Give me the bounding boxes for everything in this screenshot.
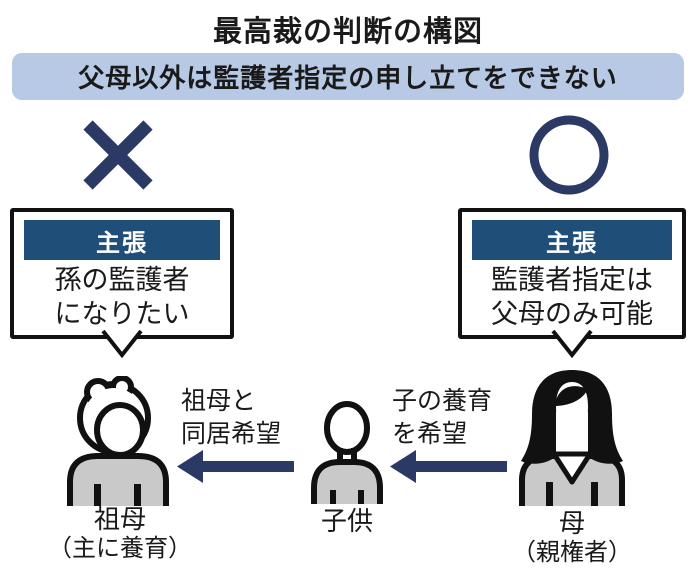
child-label: 子供 bbox=[287, 506, 407, 536]
circle-mark-icon bbox=[529, 115, 609, 195]
claim-bubble-grandmother: 主張 孫の監護者 になりたい bbox=[10, 208, 234, 358]
person-role: （主に養育） bbox=[48, 535, 192, 562]
claim-bubble-mother: 主張 監護者指定は 父母のみ可能 bbox=[458, 208, 686, 358]
claim-line-1: 監護者指定は bbox=[491, 265, 653, 295]
person-name: 子供 bbox=[320, 506, 373, 536]
person-name: 母 bbox=[558, 508, 585, 538]
arrow-label-line-1: 子の養育 bbox=[392, 387, 493, 415]
claim-line-2: になりたい bbox=[54, 299, 190, 329]
person-name: 祖母 bbox=[93, 504, 146, 534]
speech-tail bbox=[551, 330, 593, 358]
arrow-label-line-1: 祖母と bbox=[181, 387, 257, 415]
arrow-label-live-with-grandmother: 祖母と 同居希望 bbox=[181, 385, 281, 451]
claim-text: 孫の監護者 になりたい bbox=[14, 263, 230, 331]
arrow-left-icon bbox=[177, 450, 294, 483]
arrow-label-line-2: 同居希望 bbox=[181, 420, 282, 448]
arrow-left-icon bbox=[390, 450, 507, 483]
speech-tail bbox=[101, 330, 143, 358]
cross-mark-icon bbox=[83, 120, 153, 190]
claim-text: 監護者指定は 父母のみ可能 bbox=[462, 263, 682, 331]
claim-line-1: 孫の監護者 bbox=[54, 265, 190, 295]
claim-header: 主張 bbox=[472, 220, 672, 260]
grandmother-label: 祖母 （主に養育） bbox=[28, 504, 212, 564]
claim-header: 主張 bbox=[24, 220, 220, 260]
page-title: 最高裁の判断の構図 bbox=[212, 16, 483, 48]
ruling-banner-text: 父母以外は監護者指定の申し立てをできない bbox=[78, 63, 618, 93]
grandmother-icon bbox=[67, 376, 169, 506]
arrow-label-line-2: を希望 bbox=[392, 420, 468, 448]
claim-line-2: 父母のみ可能 bbox=[491, 299, 653, 329]
child-icon bbox=[311, 401, 383, 504]
arrow-label-wants-to-raise-child: 子の養育 を希望 bbox=[392, 385, 492, 451]
person-role: （親権者） bbox=[512, 539, 632, 566]
ruling-banner: 父母以外は監護者指定の申し立てをできない bbox=[12, 53, 684, 100]
mother-label: 母 （親権者） bbox=[492, 508, 652, 568]
mother-icon bbox=[519, 370, 625, 506]
